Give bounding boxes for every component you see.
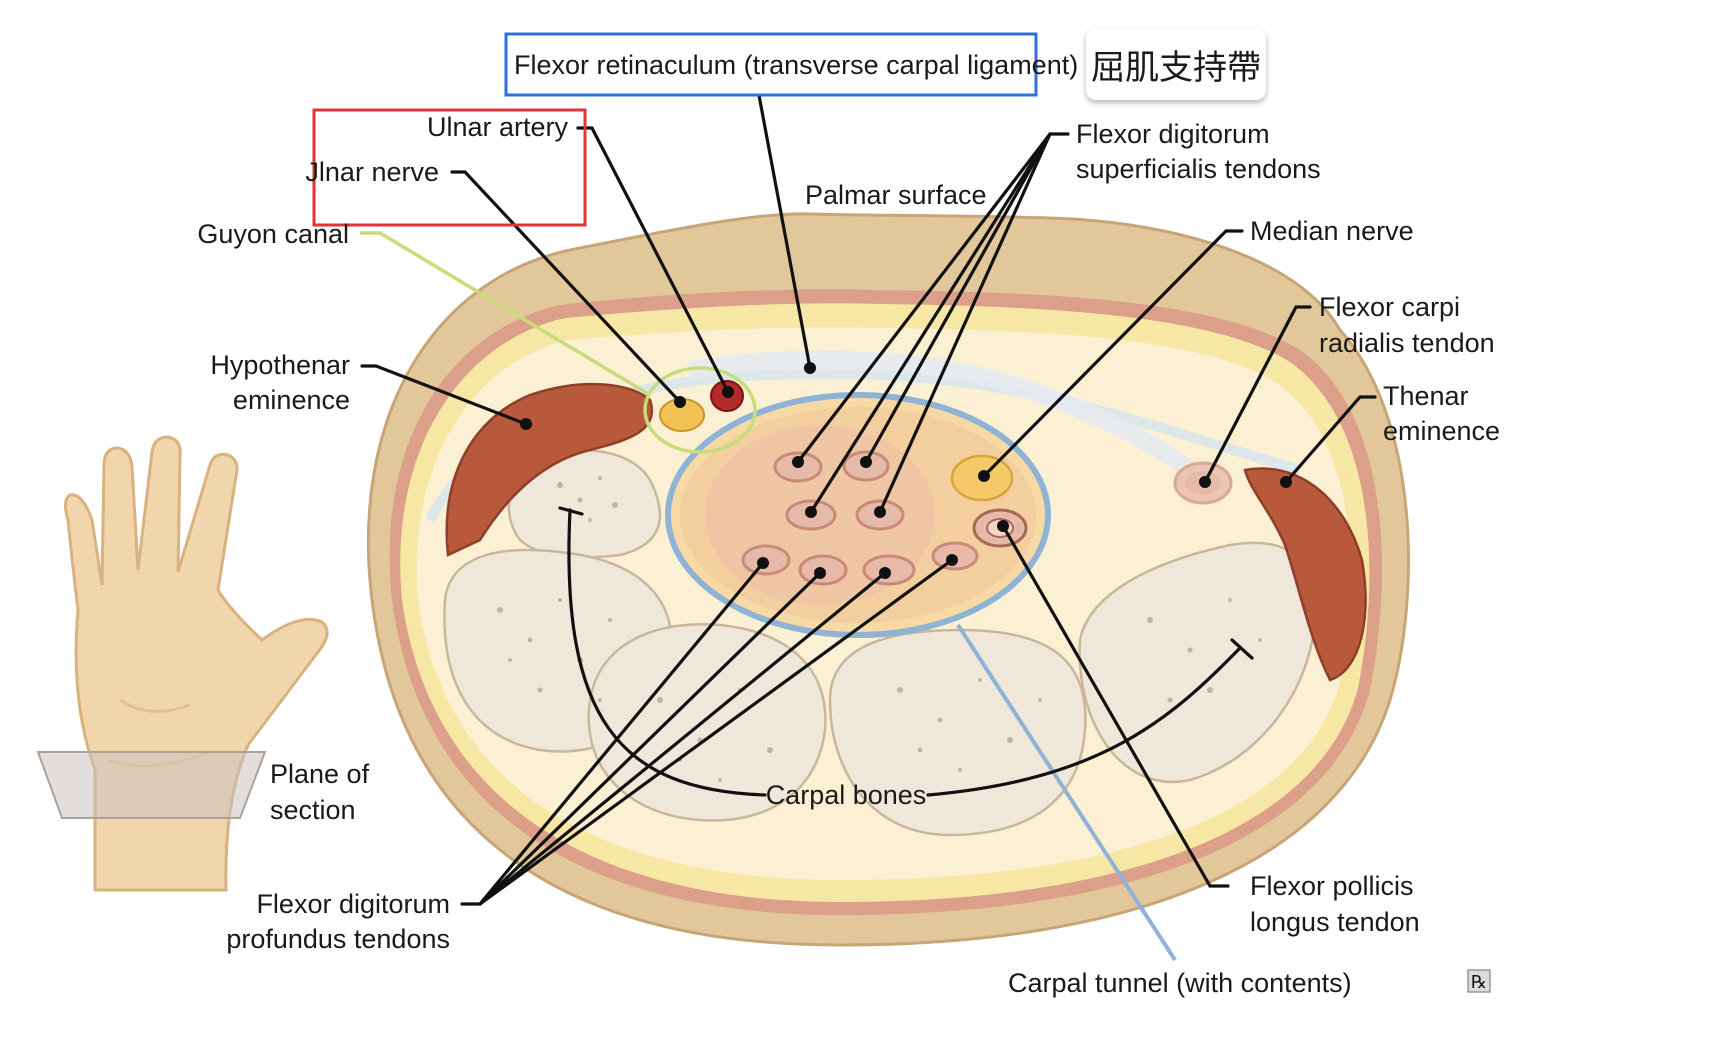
- label-ulnar-artery: Ulnar artery: [427, 112, 569, 142]
- bone-capitate: [587, 623, 827, 822]
- label-carpal-tunnel: Carpal tunnel (with contents): [1008, 968, 1352, 998]
- fcr-leader: [1203, 305, 1312, 484]
- label-thenar-line2: eminence: [1383, 416, 1500, 446]
- label-fds-line1: Flexor digitorum: [1076, 119, 1270, 149]
- fds-leader: [878, 132, 1052, 514]
- median-nerve-leader: [982, 229, 1244, 478]
- guyon-canal-outline: [643, 366, 757, 454]
- thenar-muscle: [1243, 467, 1367, 682]
- label-plane-line1: Plane of: [270, 759, 370, 789]
- label-carpal-bones: Carpal bones: [766, 780, 927, 810]
- fpl-leader: [1001, 524, 1230, 888]
- ulnar-artery-leader: [576, 126, 730, 394]
- thenar-leader: [1284, 395, 1377, 484]
- ulnar-nerve-leader: [450, 170, 682, 404]
- carpal-tunnel-leader: [956, 623, 1177, 962]
- label-fpl-line2: longus tendon: [1250, 907, 1420, 937]
- carpal-bones-group: [443, 449, 1317, 837]
- label-median-nerve: Median nerve: [1250, 216, 1414, 246]
- label-fpl-line1: Flexor pollicis: [1250, 871, 1414, 901]
- label-thenar-line1: Thenar: [1383, 381, 1469, 411]
- rx-icon: [1467, 969, 1491, 993]
- leader-lines: [360, 88, 1377, 906]
- fdp-leader: [478, 558, 954, 906]
- bone-hamate-hook: [507, 449, 662, 559]
- flexor-retinaculum-leader: [756, 88, 812, 370]
- carpal-bones-leader-right: [926, 638, 1254, 797]
- plane-of-section-band: [36, 751, 267, 819]
- hypothenar-leader: [360, 364, 528, 426]
- flexor-retinaculum-highlight-box: [504, 32, 1038, 97]
- chinese-note-text: 屈肌支持帶: [1091, 47, 1261, 88]
- label-hypothenar-line2: eminence: [233, 385, 350, 415]
- label-hypothenar-line1: Hypothenar: [210, 350, 350, 380]
- fds-leader: [864, 132, 1052, 464]
- label-fds-line2: superficialis tendons: [1076, 154, 1321, 184]
- label-flexor-retinaculum: Flexor retinaculum (transverse carpal li…: [514, 50, 1078, 80]
- label-palmar-surface: Palmar surface: [805, 180, 987, 210]
- label-fcr-line2: radialis tendon: [1319, 328, 1495, 358]
- chinese-note-box: 屈肌支持帶: [1086, 28, 1266, 100]
- guyon-canal-leader: [360, 231, 651, 397]
- hypothenar-muscle: [445, 382, 654, 557]
- carpal-bones-leader-left: [558, 506, 767, 797]
- label-ulnar-nerve: Jlnar nerve: [305, 157, 439, 187]
- label-fdp-line1: Flexor digitorum: [256, 889, 450, 919]
- fdp-leader: [478, 571, 822, 906]
- label-plane-line2: section: [270, 795, 356, 825]
- leader-dots: [520, 362, 1292, 579]
- fds-leader: [809, 132, 1052, 514]
- fdp-leader: [478, 571, 887, 906]
- rx-mark: ℞: [1471, 972, 1487, 992]
- label-fcr-line1: Flexor carpi: [1319, 292, 1460, 322]
- label-fdp-line2: profundus tendons: [226, 924, 450, 954]
- ulnar-structures-highlight-box: [312, 108, 587, 227]
- label-guyon-canal: Guyon canal: [197, 219, 349, 249]
